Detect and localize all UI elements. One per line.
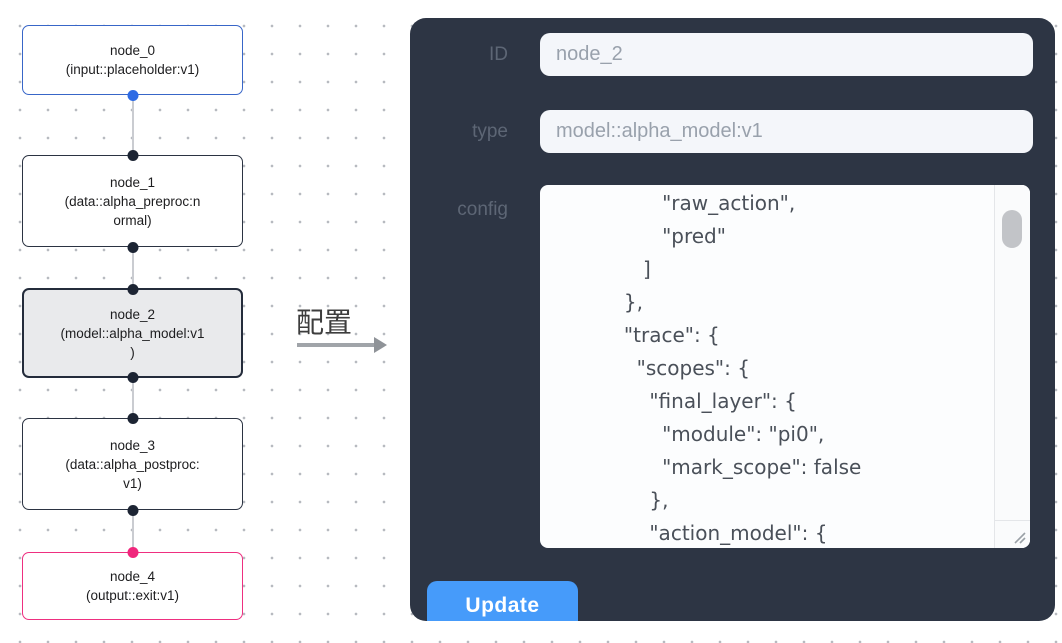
- update-button[interactable]: Update: [427, 581, 578, 621]
- arrow-shaft: [297, 343, 374, 347]
- resize-grip-icon[interactable]: [994, 520, 1030, 548]
- node-label: node_1 (data::alpha_preproc:n ormal): [64, 174, 201, 228]
- id-input[interactable]: [540, 33, 1033, 76]
- edge-connector: [131, 95, 134, 155]
- scrollbar-thumb[interactable]: [1002, 210, 1022, 248]
- edge-connector: [131, 378, 134, 418]
- scrollbar-track[interactable]: [994, 185, 1030, 520]
- node-label: node_4 (output::exit:v1): [85, 569, 180, 603]
- arrow-right-icon: [297, 337, 387, 353]
- connection-handle[interactable]: [127, 546, 138, 558]
- config-field-label: config: [457, 199, 508, 220]
- connection-handle[interactable]: [127, 149, 138, 161]
- node-label: node_2 (model::alpha_model:v1 ): [60, 306, 205, 360]
- node-label: node_0 (input::placeholder:v1): [65, 43, 200, 77]
- connection-handle[interactable]: [127, 89, 138, 101]
- edge-connector: [131, 247, 134, 288]
- config-json-text: "raw_action", "pred" ] }, "trace": { "sc…: [623, 191, 862, 545]
- graph-node-node-4[interactable]: node_4 (output::exit:v1): [22, 546, 243, 620]
- node-label: node_3 (data::alpha_postproc: v1): [65, 437, 200, 491]
- type-field-label: type: [472, 121, 508, 142]
- id-field-label: ID: [489, 44, 508, 65]
- edge-connector: [131, 510, 134, 552]
- type-input[interactable]: [540, 110, 1033, 153]
- connection-handle[interactable]: [127, 504, 138, 516]
- connection-handle[interactable]: [127, 241, 138, 253]
- arrow-head: [374, 337, 387, 353]
- transition-label: 配置: [296, 306, 353, 339]
- graph-node-node-3[interactable]: node_3 (data::alpha_postproc: v1): [22, 412, 243, 516]
- connection-handle[interactable]: [127, 283, 138, 295]
- connection-handle[interactable]: [127, 412, 138, 424]
- connection-handle[interactable]: [127, 371, 138, 383]
- graph-node-node-0[interactable]: node_0 (input::placeholder:v1): [22, 25, 243, 101]
- node-config-panel: ID type config "raw_action", "pred" ] },…: [410, 18, 1055, 621]
- graph-node-node-2-selected[interactable]: node_2 (model::alpha_model:v1 ): [22, 283, 243, 383]
- graph-node-node-1[interactable]: node_1 (data::alpha_preproc:n ormal): [22, 149, 243, 253]
- config-textarea[interactable]: "raw_action", "pred" ] }, "trace": { "sc…: [540, 185, 1030, 548]
